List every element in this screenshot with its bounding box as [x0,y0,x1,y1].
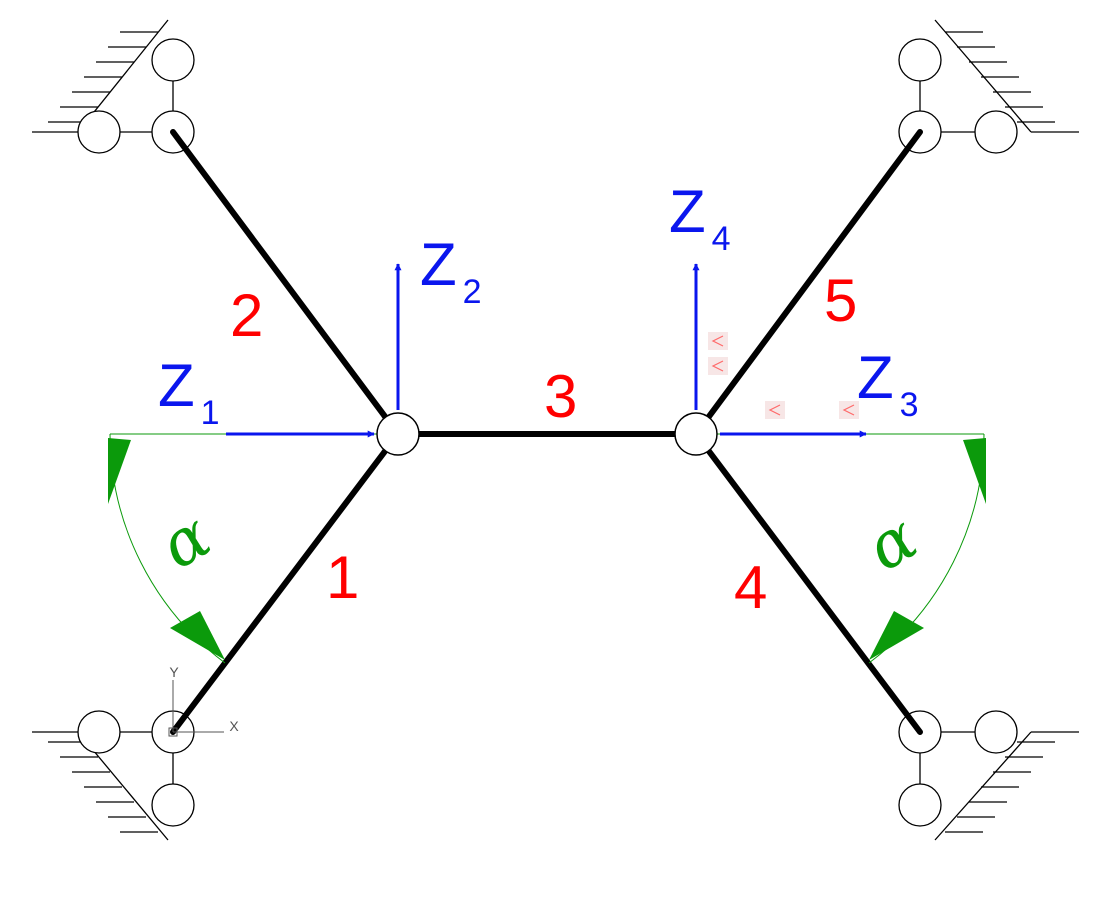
grip-marker [708,332,728,350]
member-label-1: 1 [326,544,359,611]
member-label-3: 3 [544,363,577,430]
support-bottom-right [898,710,1079,841]
support-top-left [32,19,195,154]
support-bottom-left [32,710,195,841]
angle-arrowhead [108,438,131,504]
ucs-y-label: Y [169,664,179,680]
member-5 [693,129,923,437]
support-top-right [898,19,1079,154]
joint-right [674,412,718,456]
angle-arrowhead [869,611,924,660]
angle-label-left: α [148,498,222,584]
member-4 [693,431,923,735]
angle-arrowhead [170,611,225,660]
member-2 [170,129,401,437]
frame-members [170,129,923,735]
grip-marker [839,401,859,419]
member-label-4: 4 [734,554,767,621]
member-label-5: 5 [824,267,857,334]
angle-left [108,433,398,664]
angle-arrowhead [963,438,986,504]
joint-left [376,412,420,456]
angle-right [696,433,986,664]
member-1 [170,431,401,735]
grip-marker [765,401,785,419]
grip-marker [708,357,728,375]
grip-markers [708,332,859,419]
angle-label-right: α [855,500,929,586]
ucs-x-label: X [229,718,239,734]
ucs-icon [168,680,224,737]
member-label-2: 2 [230,282,263,349]
unknown-arrows [226,263,867,438]
